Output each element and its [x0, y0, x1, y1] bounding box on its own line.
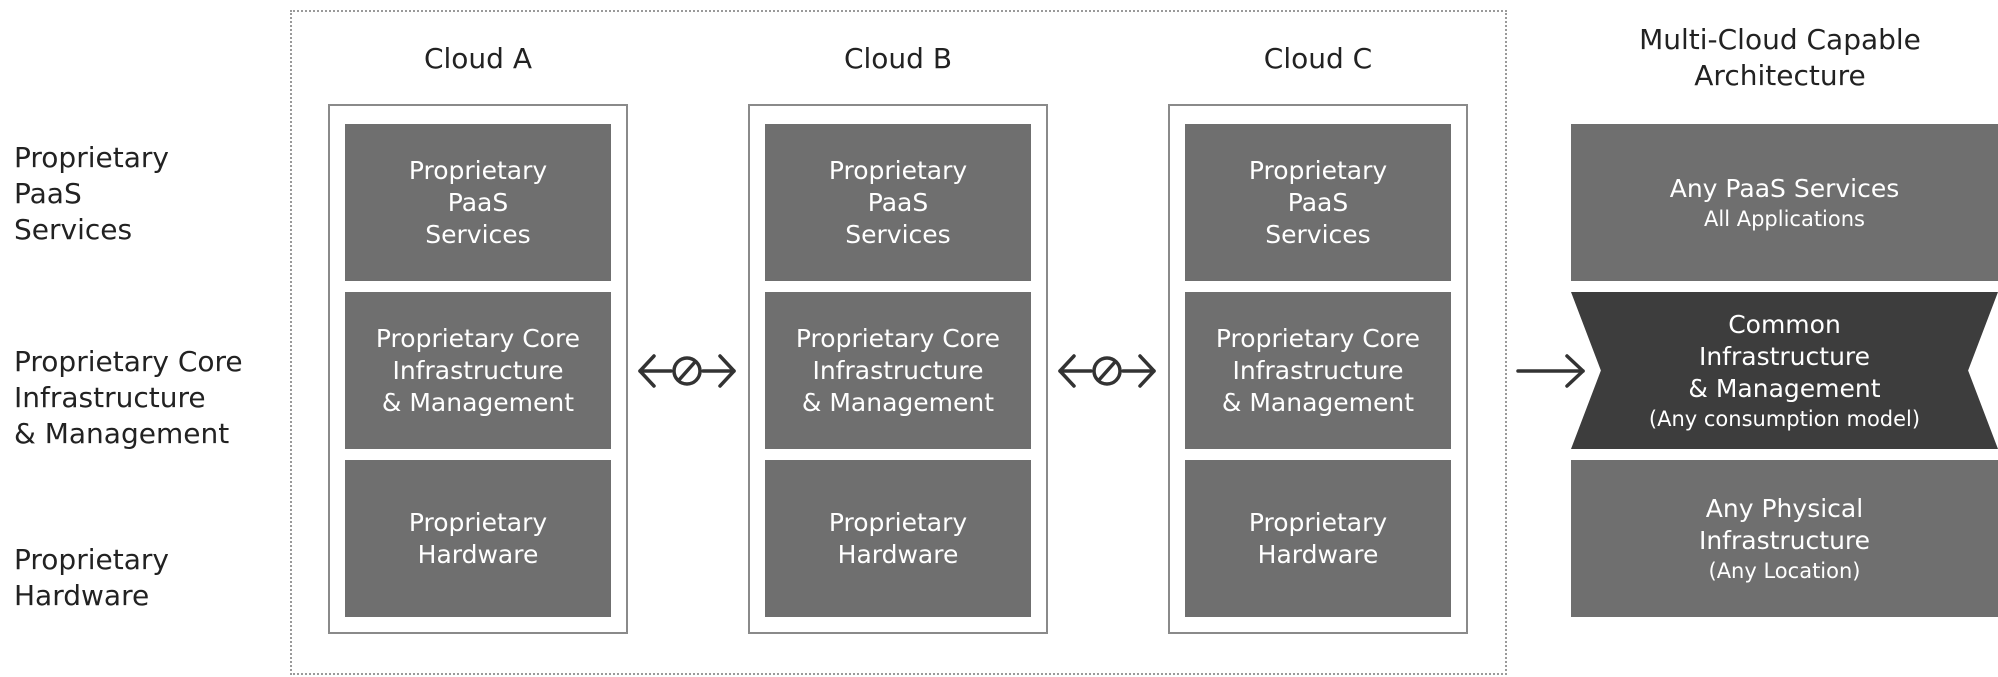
common-infra-block: Common Infrastructure & Management (Any …	[1571, 292, 1998, 449]
row-label-core: Proprietary Core Infrastructure & Manage…	[14, 345, 243, 450]
cloud-c-paas-line: Proprietary	[1248, 155, 1388, 185]
cloud-a-hardware-block: Proprietary Hardware	[345, 460, 611, 617]
cloud-title-a: Cloud A	[423, 42, 533, 75]
cloud-b-core-line: Proprietary Core	[795, 323, 1001, 353]
cloud-a-core-line: Infrastructure	[392, 355, 564, 385]
cloud-c-paas-line: PaaS	[1287, 187, 1349, 217]
cloud-c-hardware-block: Proprietary Hardware	[1185, 460, 1451, 617]
cloud-b-core-line: & Management	[801, 387, 995, 417]
cloud-b-core-block: Proprietary Core Infrastructure & Manage…	[765, 292, 1031, 449]
cloud-title-b: Cloud B	[843, 42, 953, 75]
arrow-right-to-multicloud	[1516, 354, 1585, 388]
cloud-a-paas-line: PaaS	[447, 187, 509, 217]
cloud-a-paas-line: Services	[425, 219, 531, 249]
row-label-hardware: Proprietary Hardware	[14, 543, 169, 612]
cloud-b-hardware-line: Hardware	[837, 539, 959, 569]
cloud-a-hardware-line: Hardware	[417, 539, 539, 569]
cloud-a-hardware-line: Proprietary	[408, 507, 548, 537]
cloud-a-paas-block: Proprietary PaaS Services	[345, 124, 611, 281]
any-physical-block: Any Physical Infrastructure (Any Locatio…	[1571, 460, 1998, 617]
common-infra-subtext: (Any consumption model)	[1648, 406, 1921, 431]
cloud-c-core-block: Proprietary Core Infrastructure & Manage…	[1185, 292, 1451, 449]
cloud-b-core-line: Infrastructure	[812, 355, 984, 385]
cloud-a-core-line: & Management	[381, 387, 575, 417]
cloud-c-core-line: Infrastructure	[1232, 355, 1404, 385]
cloud-b-paas-line: PaaS	[867, 187, 929, 217]
cloud-c-paas-line: Services	[1265, 219, 1371, 249]
cloud-b-paas-line: Services	[845, 219, 951, 249]
common-infra-text: & Management	[1688, 373, 1881, 403]
cloud-c-core-line: Proprietary Core	[1215, 323, 1421, 353]
blocked-arrow-b-c	[1058, 354, 1156, 388]
blocked-arrow-a-b	[638, 354, 736, 388]
common-infra-text: Common	[1728, 309, 1841, 339]
cloud-a-core-line: Proprietary Core	[375, 323, 581, 353]
row-label-paas: Proprietary PaaS Services	[14, 141, 169, 246]
cloud-b-hardware-block: Proprietary Hardware	[765, 460, 1031, 617]
cloud-b-paas-block: Proprietary PaaS Services	[765, 124, 1031, 281]
multicloud-title: Multi-Cloud Capable Architecture	[1639, 23, 1921, 92]
cloud-a-paas-line: Proprietary	[408, 155, 548, 185]
cloud-b-paas-line: Proprietary	[828, 155, 968, 185]
any-physical-text: Infrastructure	[1698, 525, 1871, 555]
any-paas-text: Any PaaS Services	[1669, 173, 1900, 203]
any-physical-subtext: (Any Location)	[1708, 558, 1861, 583]
common-infra-text: Infrastructure	[1698, 341, 1871, 371]
cloud-c-paas-block: Proprietary PaaS Services	[1185, 124, 1451, 281]
cloud-c-hardware-line: Proprietary	[1248, 507, 1388, 537]
any-paas-block: Any PaaS Services All Applications	[1571, 124, 1998, 281]
cloud-a-core-block: Proprietary Core Infrastructure & Manage…	[345, 292, 611, 449]
cloud-title-c: Cloud C	[1263, 42, 1373, 75]
cloud-c-core-line: & Management	[1221, 387, 1415, 417]
cloud-c-hardware-line: Hardware	[1257, 539, 1379, 569]
any-physical-text: Any Physical	[1705, 493, 1864, 523]
cloud-b-hardware-line: Proprietary	[828, 507, 968, 537]
clouds-container	[290, 10, 1507, 675]
any-paas-subtext: All Applications	[1704, 206, 1865, 231]
